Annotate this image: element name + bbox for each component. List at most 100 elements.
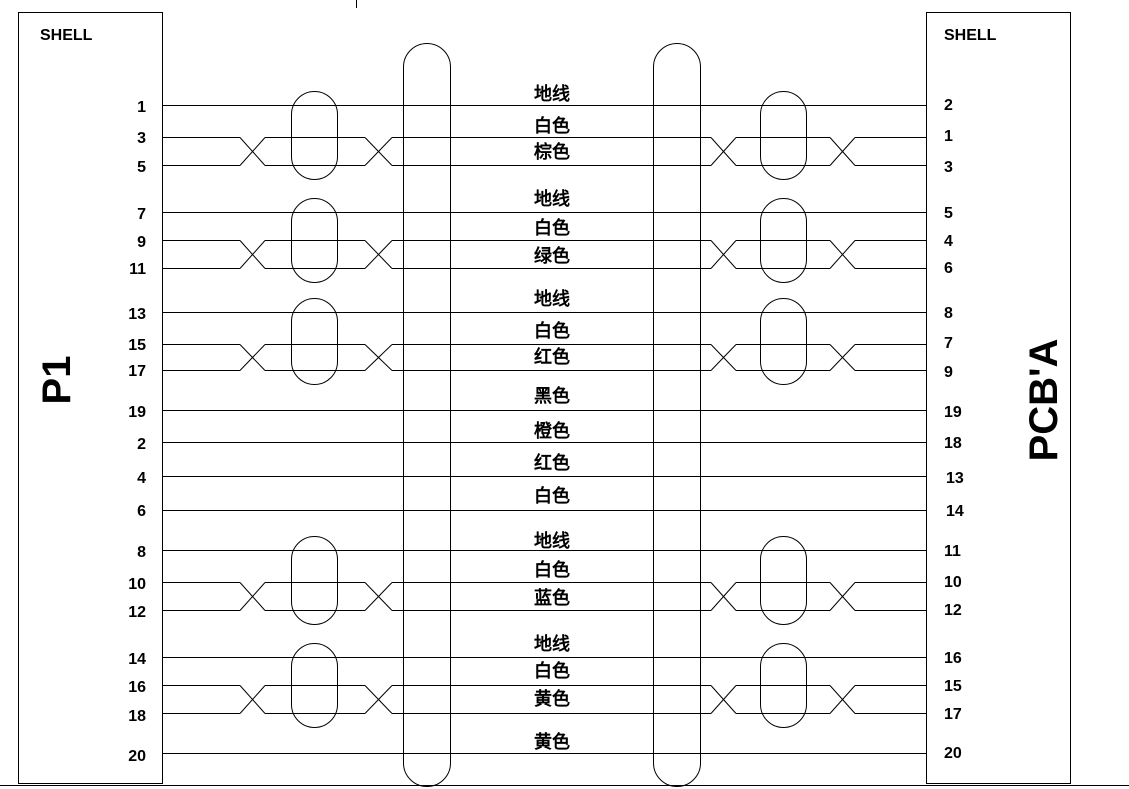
left-pin-number: 11 — [129, 261, 146, 278]
right-pin-number: 5 — [944, 205, 953, 222]
wire-color-label: 红色 — [534, 452, 570, 474]
twist-cross — [710, 685, 737, 714]
overall-shield-left — [403, 43, 451, 787]
right-pin-number: 13 — [946, 470, 964, 487]
left-pin-number: 5 — [137, 159, 146, 176]
right-pin-number: 19 — [944, 404, 962, 421]
wire-color-label: 地线 — [534, 188, 570, 210]
left-pin-number: 15 — [128, 337, 146, 354]
right-pin-number: 16 — [944, 650, 962, 667]
right-pin-number: 20 — [944, 745, 962, 762]
right-pin-number: 2 — [944, 97, 953, 114]
wire-color-label: 棕色 — [534, 141, 570, 163]
left-pin-number: 6 — [137, 503, 146, 520]
left-pin-number: 2 — [137, 436, 146, 453]
wire-color-label: 白色 — [534, 217, 570, 239]
twist-cross — [239, 240, 266, 269]
pair-shield — [760, 643, 807, 728]
wires — [163, 105, 926, 754]
right-connector-box — [926, 12, 1071, 784]
twist-cross — [364, 137, 393, 166]
twist-cross — [710, 137, 737, 166]
right-pin-number: 9 — [944, 364, 953, 381]
twist-cross — [829, 137, 856, 166]
left-pin-number: 19 — [128, 404, 146, 421]
right-pin-number: 10 — [944, 574, 962, 591]
twist-cross — [364, 240, 393, 269]
twist-cross — [364, 582, 393, 611]
left-pin-number: 3 — [137, 130, 146, 147]
overall-shield-right — [653, 43, 701, 787]
wire-color-label: 绿色 — [534, 245, 570, 267]
right-pin-number: 8 — [944, 305, 953, 322]
wire-color-label: 黄色 — [534, 688, 570, 710]
wire-color-label: 蓝色 — [534, 587, 570, 609]
wire-color-label: 红色 — [534, 346, 570, 368]
pair-shield — [760, 198, 807, 283]
left-pin-number: 8 — [137, 544, 146, 561]
right-pin-number: 3 — [944, 159, 953, 176]
wire-color-label: 橙色 — [534, 420, 570, 442]
pair-shield — [291, 198, 338, 283]
wire-color-label: 黄色 — [534, 731, 570, 753]
right-pin-number: 15 — [944, 678, 962, 695]
right-pin-number: 12 — [944, 602, 962, 619]
pair-shield — [760, 91, 807, 180]
wire-color-label: 白色 — [534, 559, 570, 581]
twist-cross — [239, 685, 266, 714]
wire-color-label: 地线 — [534, 83, 570, 105]
left-pin-number: 13 — [128, 306, 146, 323]
left-pin-number: 14 — [128, 651, 146, 668]
left-pin-number: 18 — [128, 708, 146, 725]
twist-cross — [829, 582, 856, 611]
twisted-pair-symbols — [239, 137, 856, 714]
wire-color-label: 白色 — [534, 660, 570, 682]
left-pin-number: 10 — [128, 576, 146, 593]
wire-color-label: 黑色 — [534, 385, 570, 407]
twist-cross — [364, 344, 393, 371]
twist-cross — [829, 344, 856, 371]
left-pin-number: 16 — [128, 679, 146, 696]
right-pin-number: 6 — [944, 260, 953, 277]
pair-shield — [291, 643, 338, 728]
wire-color-label: 白色 — [534, 115, 570, 137]
left-pin-number: 9 — [137, 234, 146, 251]
left-pin-number: 1 — [137, 99, 146, 116]
pair-shield — [760, 536, 807, 625]
left-connector-name: P1 — [35, 356, 79, 405]
left-pin-number: 20 — [128, 748, 146, 765]
right-shell-label: SHELL — [944, 27, 997, 44]
twist-cross — [239, 137, 266, 166]
right-pin-number: 4 — [944, 233, 953, 250]
left-pin-number: 7 — [137, 206, 146, 223]
left-pin-number: 12 — [128, 604, 146, 621]
right-pin-number: 1 — [944, 128, 953, 145]
twist-cross — [710, 344, 737, 371]
left-connector-box — [18, 12, 163, 784]
twist-cross — [829, 685, 856, 714]
twist-cross — [829, 240, 856, 269]
right-pin-number: 17 — [944, 706, 962, 723]
wire-color-label: 白色 — [534, 485, 570, 507]
left-shell-label: SHELL — [40, 27, 93, 44]
pair-shield — [291, 91, 338, 180]
right-connector-name: PCB'A — [1022, 339, 1066, 462]
twist-cross — [364, 685, 393, 714]
pair-shield — [291, 536, 338, 625]
right-pin-number: 11 — [944, 543, 961, 560]
wire-color-label: 地线 — [534, 288, 570, 310]
twist-cross — [239, 582, 266, 611]
right-pin-number: 7 — [944, 335, 953, 352]
wire-color-label: 地线 — [534, 633, 570, 655]
wire-color-label: 白色 — [534, 320, 570, 342]
twist-cross — [239, 344, 266, 371]
right-pin-number: 18 — [944, 435, 962, 452]
pair-shield — [291, 298, 338, 385]
twist-cross — [710, 240, 737, 269]
twist-cross — [710, 582, 737, 611]
wire-color-label: 地线 — [534, 530, 570, 552]
